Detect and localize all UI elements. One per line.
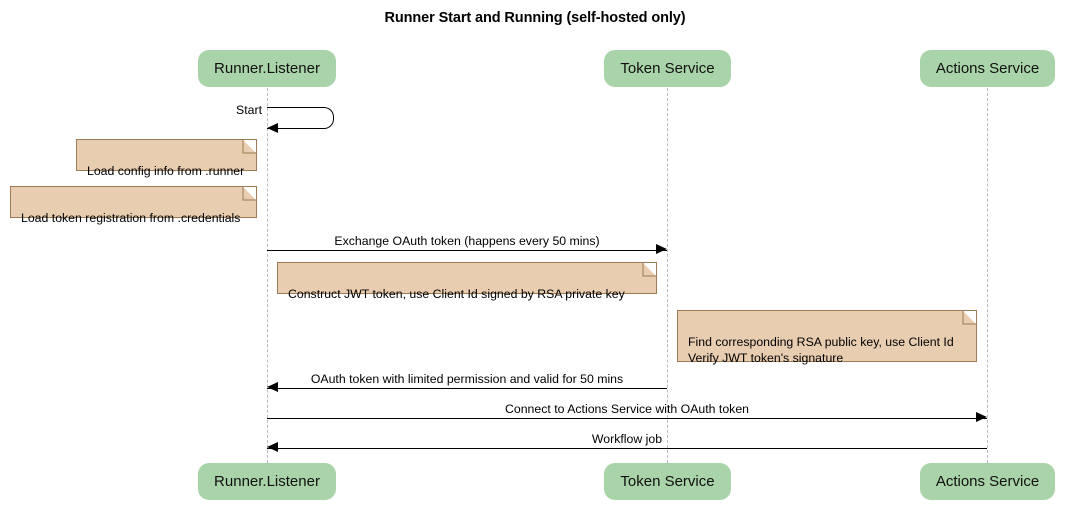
participant-runner-bottom[interactable]: Runner.Listener [198,463,336,500]
message-connect-actions-label: Connect to Actions Service with OAuth to… [504,402,750,416]
note-construct-jwt: Construct JWT token, use Client Id signe… [277,262,657,301]
note-fold-corner-icon [642,263,656,277]
note-fold-corner-icon [242,140,256,154]
note-load-token-registration: Load token registration from .credential… [10,186,257,225]
participant-runner-bottom-label: Runner.Listener [214,473,320,490]
message-workflow-job-line [267,448,987,449]
message-start-arrowhead [267,123,278,133]
lifeline-runner [267,88,268,463]
message-connect-actions-line [267,418,987,419]
message-start-label: Start [236,103,262,117]
note-load-token-registration-text: Load token registration from .credential… [21,210,241,225]
participant-runner-top[interactable]: Runner.Listener [198,50,336,87]
message-oauth-return-line [267,388,667,389]
note-fold-corner-icon [242,187,256,201]
participant-actions-bottom[interactable]: Actions Service [920,463,1055,500]
note-load-config-text: Load config info from .runner [87,163,245,178]
message-exchange-oauth-line [267,250,667,251]
participant-actions-bottom-label: Actions Service [935,473,1040,490]
note-construct-jwt-text: Construct JWT token, use Client Id signe… [288,286,625,301]
message-oauth-return-arrowhead [267,382,278,392]
message-oauth-return-label: OAuth token with limited permission and … [310,372,624,386]
message-exchange-oauth-label: Exchange OAuth token (happens every 50 m… [334,234,600,248]
lifeline-token [667,88,668,463]
participant-runner-top-label: Runner.Listener [214,60,320,77]
message-workflow-job-label: Workflow job [591,432,663,446]
participant-token-top-label: Token Service [620,60,715,77]
participant-actions-top-label: Actions Service [935,60,1040,77]
participant-token-bottom-label: Token Service [620,473,715,490]
participant-token-bottom[interactable]: Token Service [604,463,731,500]
page-title: Runner Start and Running (self-hosted on… [384,10,686,26]
participant-token-top[interactable]: Token Service [604,50,731,87]
note-fold-corner-icon [962,311,976,325]
message-start-self-loop [267,107,334,129]
message-exchange-oauth-arrowhead [656,244,667,254]
participant-actions-top[interactable]: Actions Service [920,50,1055,87]
message-workflow-job-arrowhead [267,442,278,452]
note-verify-jwt-text: Find corresponding RSA public key, use C… [688,334,954,366]
message-connect-actions-arrowhead [976,412,987,422]
lifeline-actions [987,88,988,463]
note-verify-jwt: Find corresponding RSA public key, use C… [677,310,977,365]
note-load-config: Load config info from .runner [76,139,257,178]
